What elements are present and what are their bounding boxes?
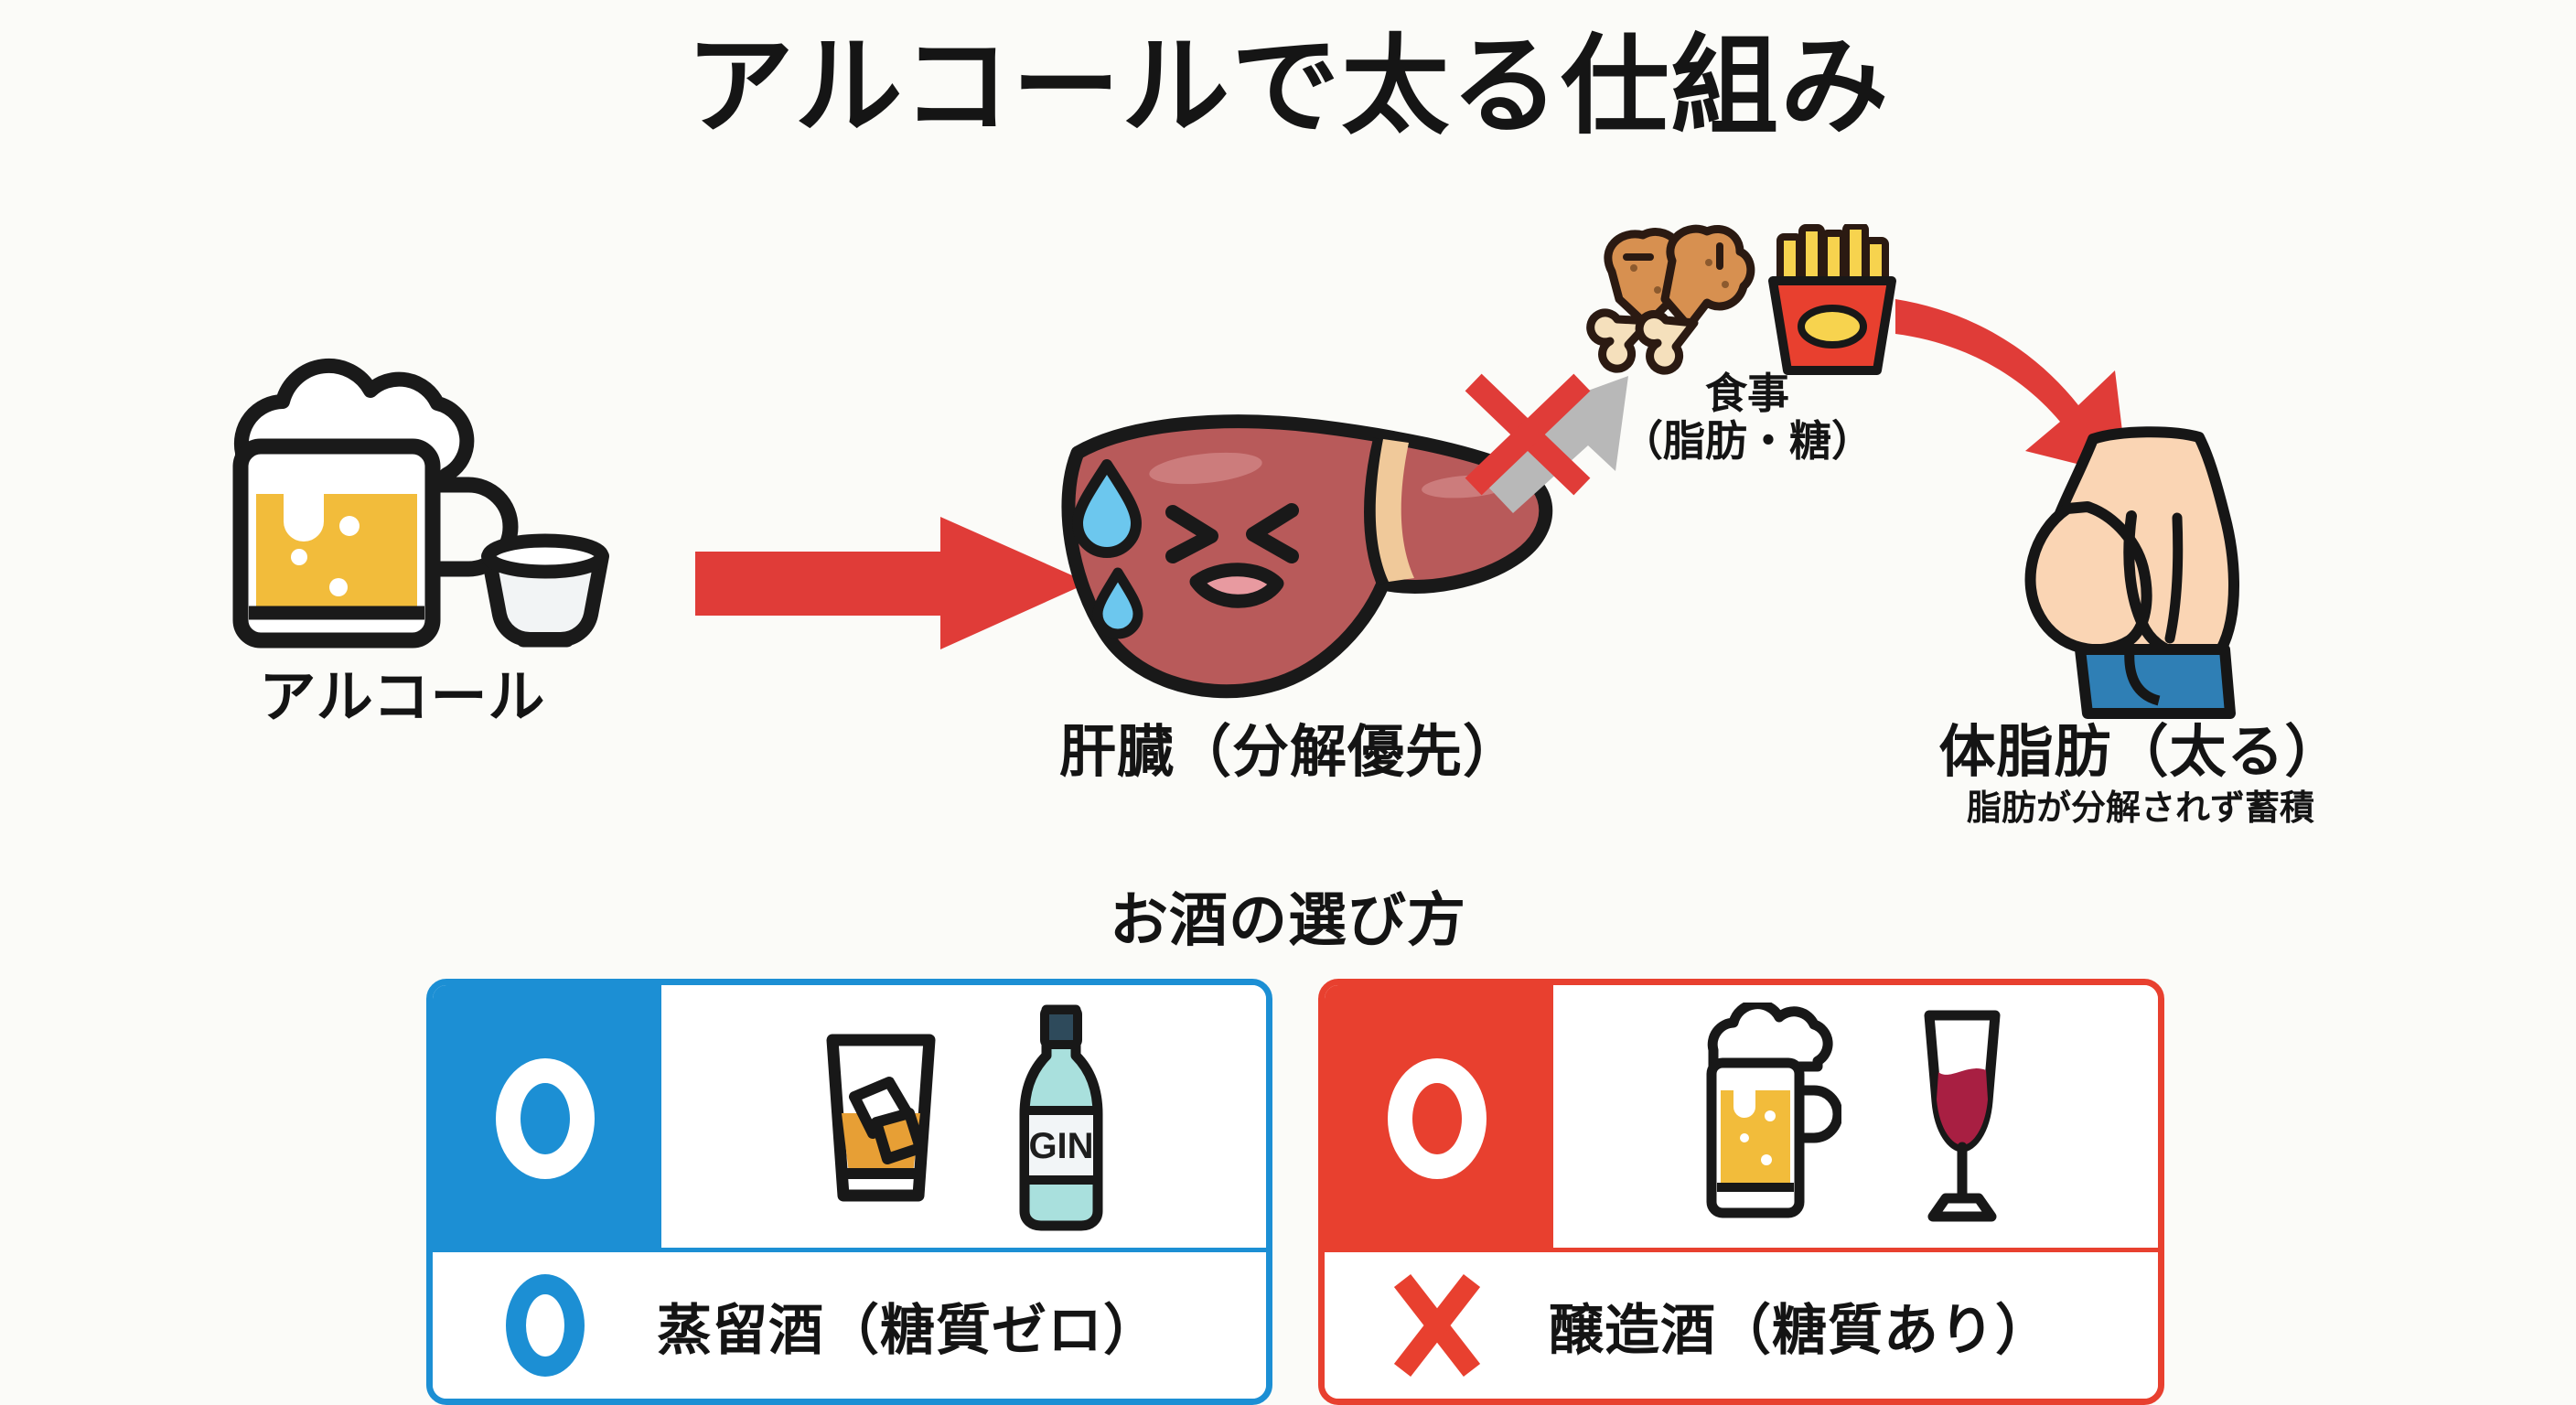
- arrow-meal-to-bodyfat: [1793, 252, 2186, 503]
- choice-card-brewed[interactable]: 醸造酒（糖質あり）: [1318, 979, 2164, 1405]
- sake-cup-icon: [481, 533, 609, 648]
- red-right-arrow-icon: [695, 517, 1089, 649]
- choice-card-distilled[interactable]: GIN 蒸留酒（糖質ゼロ）: [426, 979, 1272, 1405]
- flow-node-meal: 食事 （脂肪・糖）: [1555, 222, 1939, 465]
- card-bottom-brewed: 醸造酒（糖質あり）: [1325, 1252, 2158, 1399]
- card-bottom-distilled: 蒸留酒（糖質ゼロ）: [433, 1252, 1266, 1399]
- alcohol-art: [119, 338, 686, 668]
- meal-art: [1555, 222, 1939, 375]
- beer-mug-icon: [1706, 1002, 1841, 1217]
- card-top-distilled: GIN: [433, 985, 1266, 1252]
- bodyfat-art: [1857, 421, 2424, 723]
- gin-bottle-text: GIN: [1028, 1126, 1093, 1166]
- circle-mark-icon: [505, 1274, 585, 1377]
- distressed-liver-icon: [1061, 414, 1553, 699]
- alcohol-label: アルコール: [259, 666, 546, 729]
- bodyfat-label: 体脂肪（太る）: [1938, 721, 2343, 784]
- circle-mark-icon: [1387, 1058, 1487, 1179]
- card-top-brewed: [1325, 985, 2158, 1252]
- red-curved-arrow-icon: [1895, 299, 2128, 477]
- whiskey-rocks-glass-icon: [826, 1034, 935, 1201]
- distilled-label: 蒸留酒（糖質ゼロ）: [657, 1299, 1159, 1361]
- beer-mug-icon: [232, 358, 609, 649]
- meal-icons: [1586, 222, 1896, 375]
- arrow-alcohol-to-liver: [695, 517, 1089, 659]
- liver-art: [970, 402, 1610, 723]
- flow-node-alcohol: アルコール: [119, 338, 686, 727]
- wine-glass-icon: [1924, 1010, 2000, 1221]
- sweat-drop-icon: [1072, 459, 1143, 639]
- gin-bottle-icon: GIN: [1019, 1004, 1102, 1230]
- bodyfat-sublabel: 脂肪が分解されず蓄積: [1966, 789, 2314, 829]
- card-bottom-mark-distilled: [433, 1274, 657, 1377]
- flow-node-bodyfat: 体脂肪（太る） 脂肪が分解されず蓄積: [1857, 421, 2424, 830]
- card-mark-panel-brewed: [1325, 985, 1549, 1252]
- circle-mark-icon: [495, 1058, 595, 1179]
- arrow-meal-to-liver-blocked: [1436, 361, 1711, 549]
- card-icons-brewed: [1549, 985, 2158, 1252]
- cross-mark-icon: [1393, 1273, 1480, 1378]
- page-title: アルコールで太る仕組み: [685, 27, 1891, 147]
- liver-label: 肝臓（分解優先）: [1058, 721, 1520, 784]
- brewed-label: 醸造酒（糖質あり）: [1549, 1299, 2051, 1361]
- card-icons-distilled: GIN: [657, 985, 1266, 1252]
- card-bottom-mark-brewed: [1325, 1271, 1549, 1379]
- choice-cards-row: GIN 蒸留酒（糖質ゼロ）: [426, 979, 2164, 1405]
- meal-label: 食事: [1705, 370, 1789, 417]
- gray-arrow-with-red-x-icon: [1465, 373, 1628, 513]
- choice-section-heading: お酒の選び方: [1110, 887, 1466, 953]
- belly-fat-icon: [2024, 426, 2239, 719]
- flow-node-liver: 肝臓（分解優先）: [970, 402, 1610, 782]
- meal-sublabel: （脂肪・糖）: [1621, 416, 1873, 465]
- french-fries-icon: [1768, 222, 1896, 375]
- fried-chicken-icon: [1586, 224, 1755, 375]
- card-mark-panel-distilled: [433, 985, 657, 1252]
